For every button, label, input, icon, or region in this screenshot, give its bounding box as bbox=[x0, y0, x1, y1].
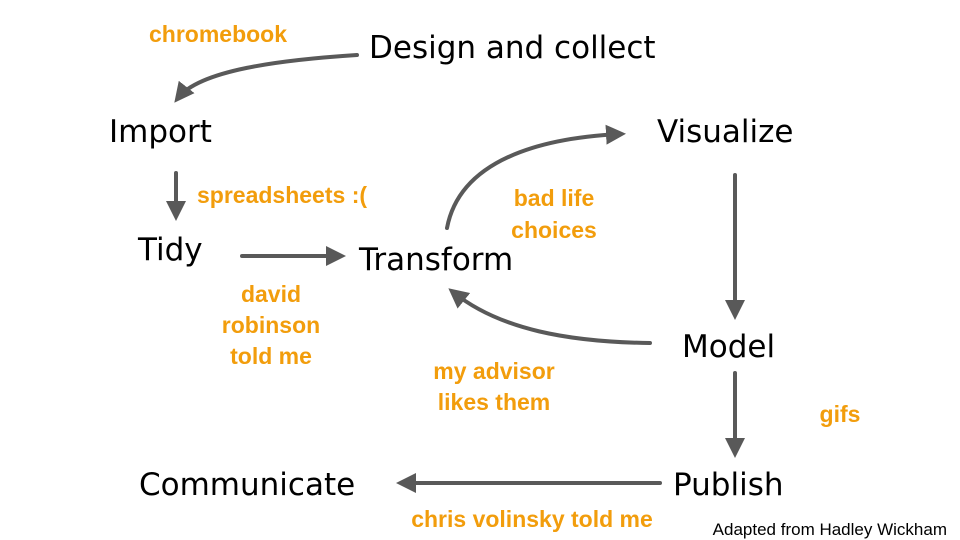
arrow-design-to-import bbox=[174, 53, 359, 103]
stage-visualize: Visualize bbox=[657, 114, 794, 150]
arrow-transform-to-visualize bbox=[445, 124, 626, 230]
stage-transform: Transform bbox=[358, 242, 513, 278]
annotation-david-robinson-line-3: told me bbox=[230, 343, 312, 369]
stage-labels: Design and collect Import Tidy Transform… bbox=[109, 30, 794, 503]
annotation-chris-volinsky: chris volinsky told me bbox=[411, 506, 653, 532]
stage-design-and-collect: Design and collect bbox=[369, 30, 656, 66]
annotations: chromebook spreadsheets :( david robinso… bbox=[149, 21, 860, 532]
annotation-gifs: gifs bbox=[820, 401, 861, 427]
arrow-model-to-transform bbox=[448, 288, 652, 345]
stage-model: Model bbox=[682, 329, 775, 365]
annotation-my-advisor-line-2: likes them bbox=[438, 389, 551, 415]
annotation-david-robinson-line-1: david bbox=[241, 281, 301, 307]
annotation-david-robinson-line-2: robinson bbox=[222, 312, 320, 338]
annotation-spreadsheets: spreadsheets :( bbox=[197, 182, 367, 208]
credit-text: Adapted from Hadley Wickham bbox=[713, 520, 947, 539]
stage-publish: Publish bbox=[673, 467, 784, 503]
stage-import: Import bbox=[109, 114, 212, 150]
stage-communicate: Communicate bbox=[139, 467, 355, 503]
arrows bbox=[166, 53, 745, 493]
annotation-my-advisor-line-1: my advisor bbox=[433, 358, 554, 384]
annotation-bad-life-choices-line-1: bad life bbox=[514, 185, 595, 211]
annotation-chromebook: chromebook bbox=[149, 21, 287, 47]
stage-tidy: Tidy bbox=[137, 232, 203, 268]
annotation-bad-life-choices-line-2: choices bbox=[511, 217, 597, 243]
